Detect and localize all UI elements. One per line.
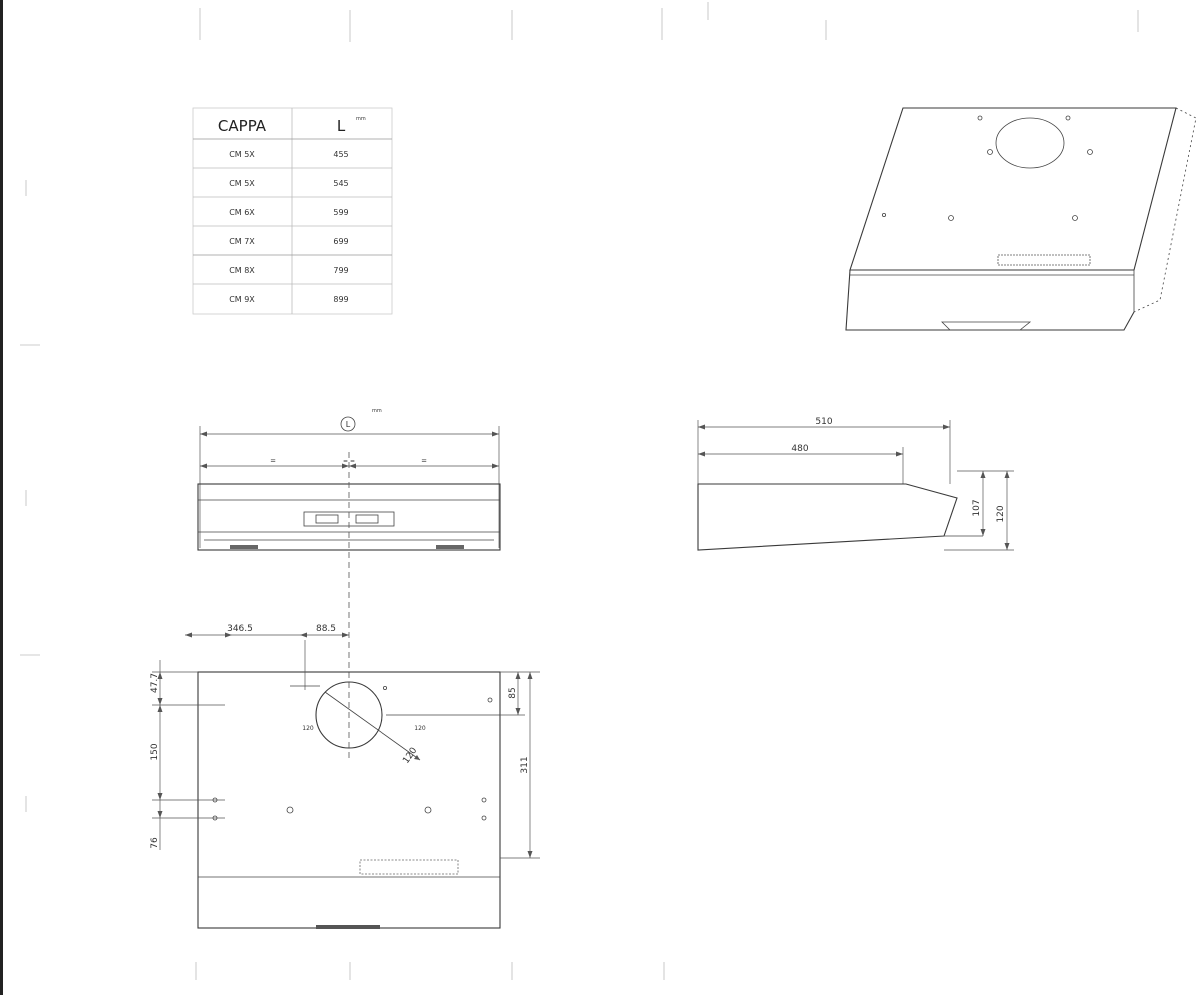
side-depth-body: 480 <box>791 444 808 454</box>
top-view: 346.5 88.5 47.7 150 76 85 311 120 120 12… <box>150 624 540 929</box>
front-center-mark: = = <box>343 458 355 465</box>
table-header-model: CAPPA <box>218 117 267 135</box>
model-length-table: CAPPA L mm CM 5X 455 CM 5X 545 CM 6X 599… <box>192 107 393 315</box>
table-header-length: L <box>337 117 346 135</box>
table-row-3-model: CM 6X <box>229 208 255 217</box>
side-height-total: 120 <box>996 505 1006 522</box>
front-half-mark-left: = <box>270 457 276 465</box>
right-small-dim: 85 <box>508 687 518 698</box>
table-row-3-length: 599 <box>333 208 348 217</box>
frame-ticks <box>20 2 1139 980</box>
top-margin-dim: 47.7 <box>150 673 160 693</box>
length-symbol-circle <box>340 416 356 432</box>
table-row-1-model: CM 5X <box>229 150 255 159</box>
table-row-5-model: CM 8X <box>229 266 255 275</box>
table-row-6-length: 899 <box>333 295 348 304</box>
table-row-1-length: 455 <box>333 150 348 159</box>
hole-spacing-dim: 150 <box>150 743 160 760</box>
top-offset-center: 88.5 <box>316 624 336 634</box>
small-hole-right-label: 120 <box>414 725 426 732</box>
table-row-2-model: CM 5X <box>229 179 255 188</box>
table-header-unit: mm <box>356 116 366 122</box>
front-length-unit: mm <box>372 408 382 414</box>
table-row-5-length: 799 <box>333 266 348 275</box>
side-depth-total: 510 <box>815 417 832 427</box>
side-view: 510 480 107 120 <box>697 417 1014 551</box>
front-half-mark-right: = <box>421 457 427 465</box>
table-row-6-model: CM 9X <box>229 295 255 304</box>
front-view: L mm = = = = <box>197 408 501 760</box>
front-length-symbol: L <box>346 420 351 429</box>
isometric-hood-view <box>845 107 1197 331</box>
side-height-front: 107 <box>972 499 982 516</box>
right-depth-dim: 311 <box>520 756 530 773</box>
table-row-2-length: 545 <box>333 179 348 188</box>
top-offset-left: 346.5 <box>227 624 253 634</box>
table-row-4-model: CM 7X <box>229 237 255 246</box>
sheet-left-border <box>0 0 3 995</box>
table-row-4-length: 699 <box>333 237 348 246</box>
bottom-margin-dim: 76 <box>150 837 160 849</box>
small-hole-left-label: 120 <box>302 725 314 732</box>
